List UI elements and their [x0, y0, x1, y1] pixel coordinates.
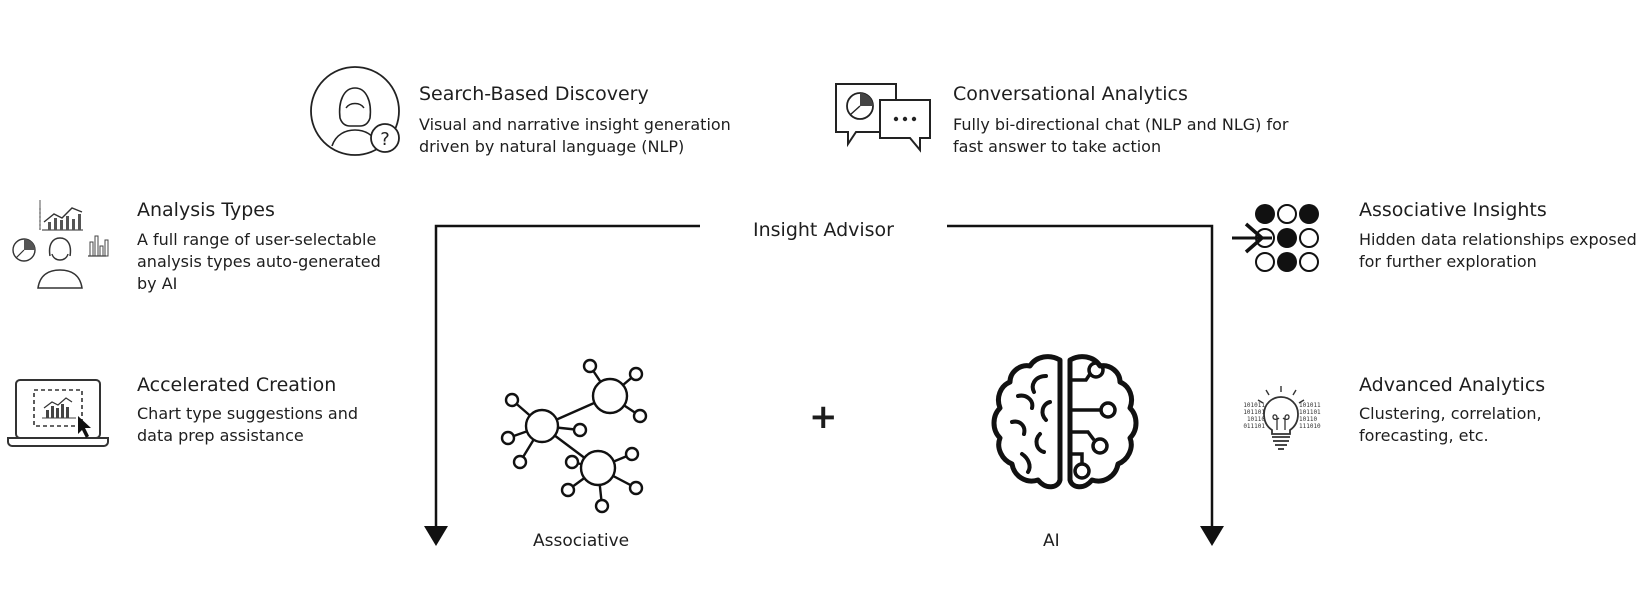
person-question-icon: ? [310, 66, 400, 156]
conversational-analytics-desc: Fully bi-directional chat (NLP and NLG) … [953, 115, 1289, 156]
binary-text-right: 101011 101101 10110 111010 [1299, 402, 1321, 430]
conversational-analytics-title: Conversational Analytics [953, 83, 1188, 105]
center-title: Insight Advisor [753, 219, 894, 241]
advanced-analytics-title: Advanced Analytics [1359, 374, 1546, 396]
advanced-analytics-desc: Clustering, correlation, forecasting, et… [1359, 404, 1542, 445]
left-flow-line [434, 224, 700, 528]
right-flow-line [947, 224, 1214, 528]
right-arrow-head [1200, 526, 1224, 546]
circuit-brain-icon [991, 354, 1139, 490]
ai-label: AI [1043, 531, 1060, 551]
lightbulb-binary-icon [1257, 386, 1305, 450]
svg-text:?: ? [380, 129, 390, 150]
search-discovery-title: Search-Based Discovery [419, 83, 649, 105]
person-charts-icon [12, 200, 109, 289]
dot-grid-arrow-icon [1232, 204, 1319, 272]
analysis-types-title: Analysis Types [137, 199, 275, 221]
laptop-chart-icon [7, 379, 109, 447]
plus-sign: + [809, 397, 838, 437]
associative-insights-desc: Hidden data relationships exposed for fu… [1359, 230, 1637, 271]
network-nodes-icon [500, 358, 648, 514]
search-discovery-desc: Visual and narrative insight generation … [419, 115, 731, 156]
analysis-types-desc: A full range of user-selectable analysis… [137, 230, 381, 293]
associative-insights-title: Associative Insights [1359, 199, 1547, 221]
associative-label: Associative [533, 531, 630, 551]
left-arrow-head [424, 526, 448, 546]
accelerated-creation-title: Accelerated Creation [137, 374, 337, 396]
binary-text-left: 101011 101101 10110 011101 [1243, 402, 1265, 430]
accelerated-creation-desc: Chart type suggestions and data prep ass… [137, 404, 359, 445]
chat-bubbles-icon [835, 83, 931, 153]
